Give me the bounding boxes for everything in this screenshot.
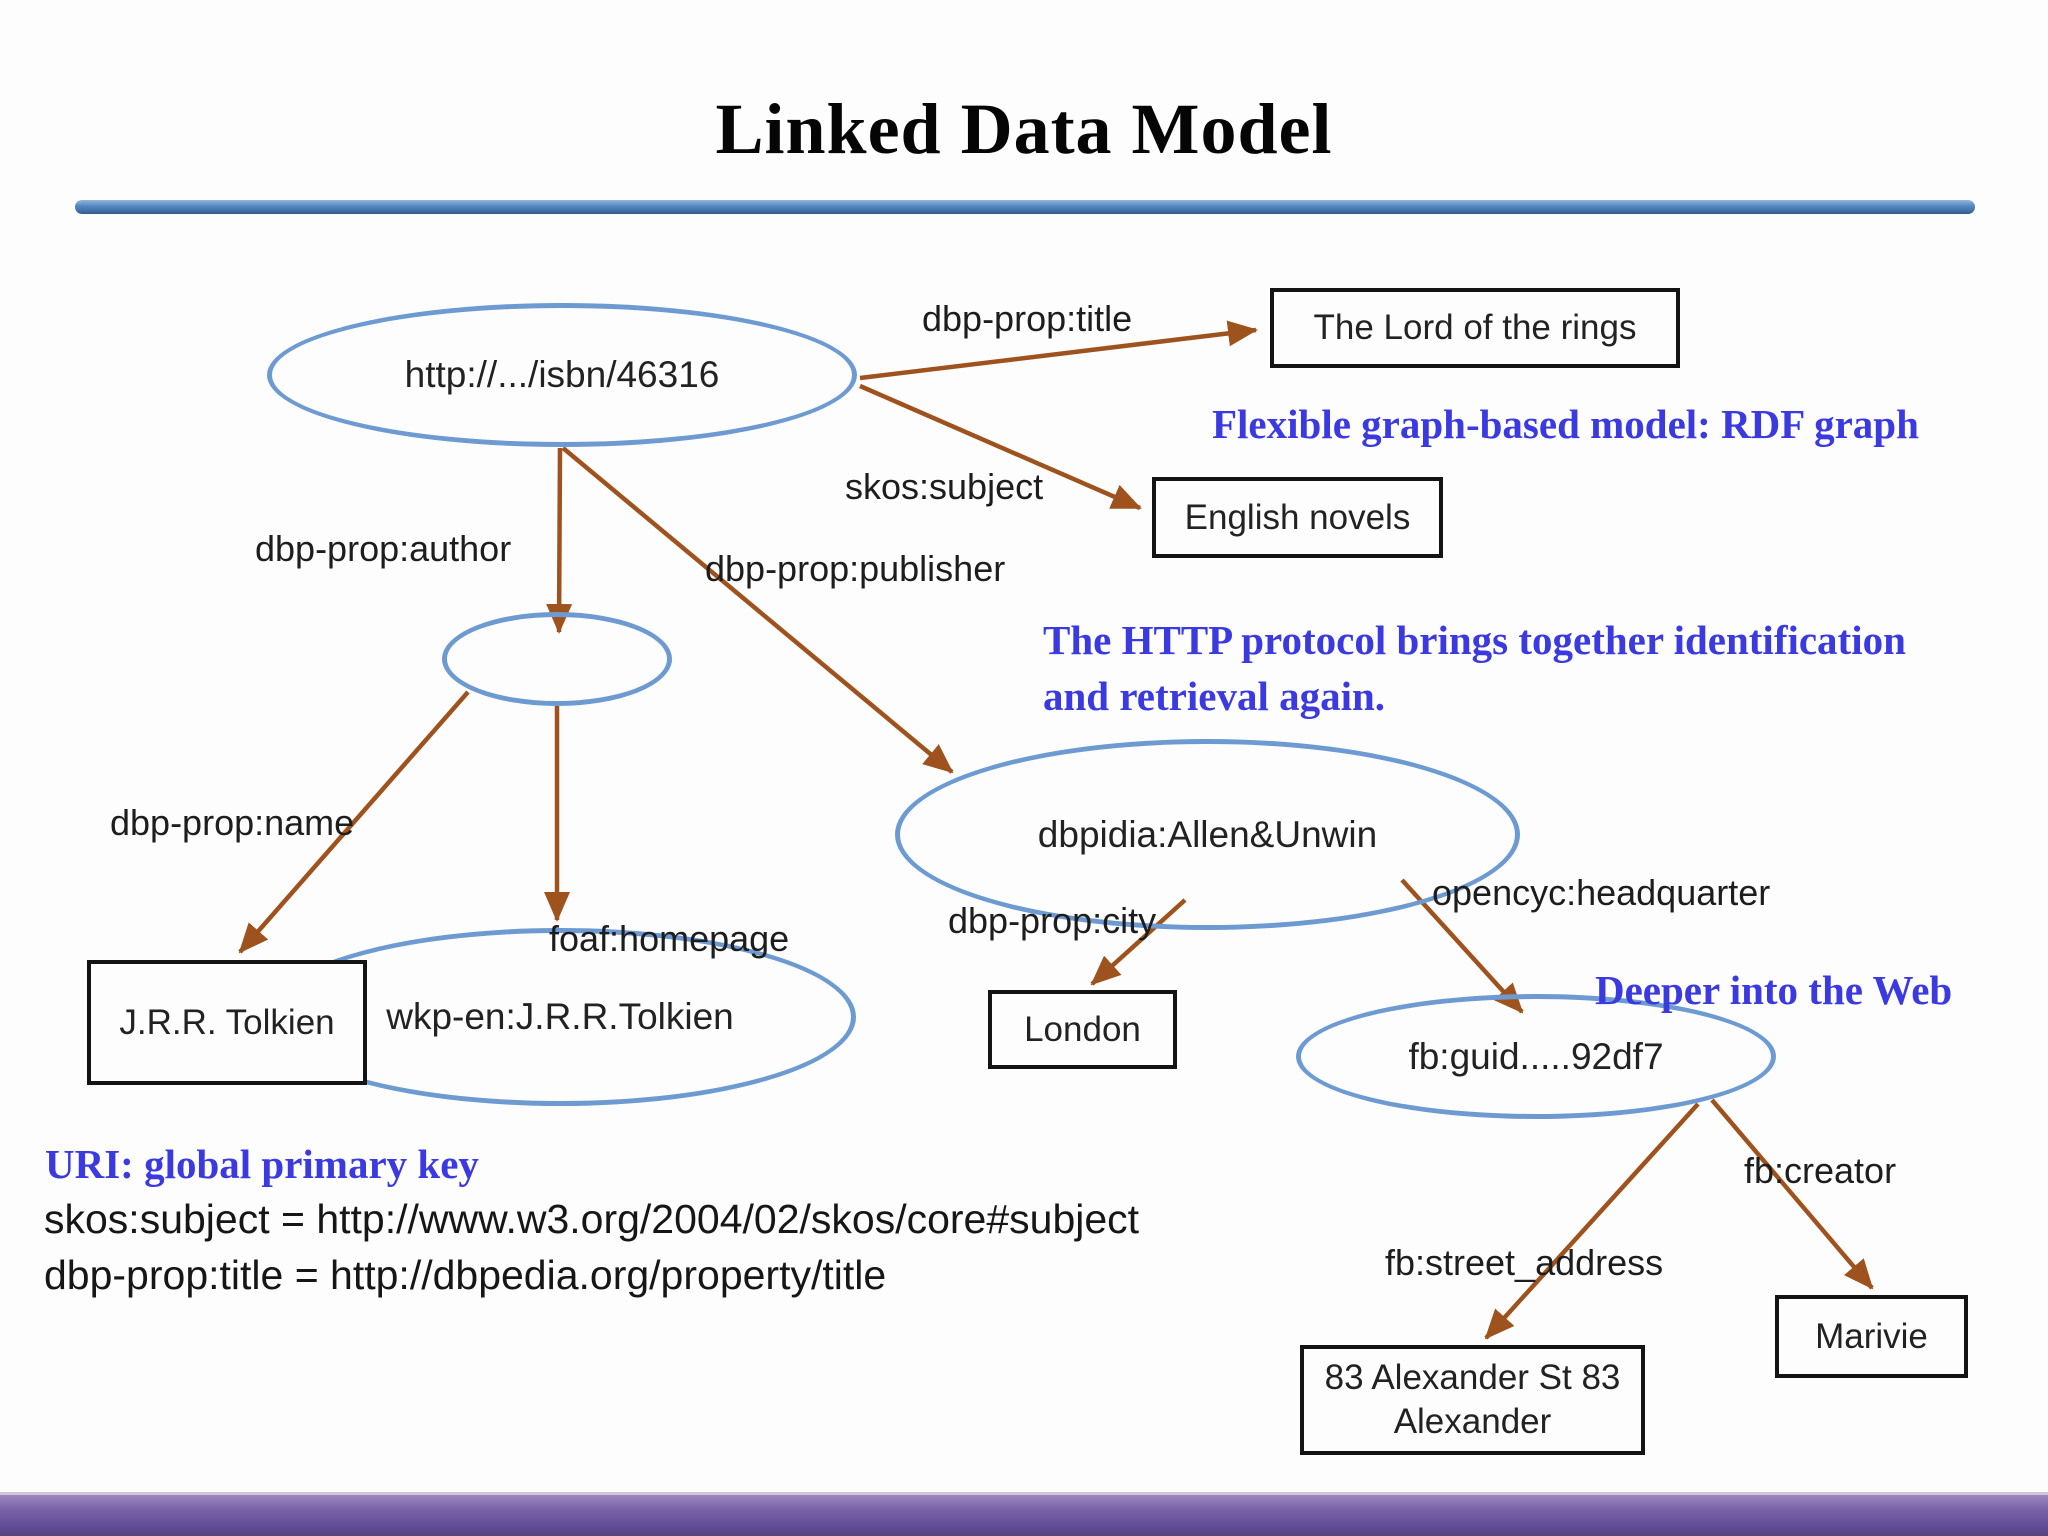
- edge-dbp-prop-name: [238, 690, 470, 954]
- node-allen-unwin-ellipse: dbpidia:Allen&Unwin: [895, 739, 1520, 930]
- annotation-flexible-model: Flexible graph-based model: RDF graph: [1212, 401, 1919, 447]
- annotation-http-line1: The HTTP protocol brings together identi…: [1043, 617, 1906, 663]
- edge-label-foaf-homepage: foaf:homepage: [549, 918, 790, 959]
- uri-mapping-skos-subject: skos:subject = http://www.w3.org/2004/02…: [44, 1196, 1140, 1242]
- edge-label-opencyc-headquarter: opencyc:headquarter: [1432, 872, 1771, 913]
- edge-dbp-prop-publisher: [561, 446, 954, 774]
- node-isbn-label: http://.../isbn/46316: [404, 354, 720, 395]
- edge-label-dbp-prop-author: dbp-prop:author: [255, 528, 512, 569]
- annotation-uri-heading: URI: global primary key: [45, 1141, 479, 1187]
- edge-label-skos-subject: skos:subject: [845, 466, 1044, 507]
- literal-jrr-tolkien: J.R.R. Tolkien: [87, 960, 367, 1085]
- annotation-deeper-web: Deeper into the Web: [1595, 967, 1953, 1013]
- node-wkp-tolkien-ellipse: wkp-en:J.R.R.Tolkien: [264, 928, 856, 1106]
- edge-label-dbp-prop-publisher: dbp-prop:publisher: [705, 548, 1006, 589]
- literal-marivie: Marivie: [1775, 1295, 1968, 1378]
- edge-label-fb-street-address: fb:street_address: [1385, 1242, 1664, 1283]
- edge-label-dbp-prop-title: dbp-prop:title: [922, 298, 1133, 339]
- node-blank-ellipse: [442, 612, 672, 706]
- node-fb-guid-label: fb:guid.....92df7: [1408, 1035, 1664, 1077]
- node-isbn-ellipse: http://.../isbn/46316: [267, 303, 857, 447]
- edge-skos-subject: [859, 383, 1142, 511]
- footer-purple-bar: [0, 1492, 2048, 1536]
- node-fb-guid-ellipse: fb:guid.....92df7: [1296, 994, 1776, 1119]
- edge-dbp-prop-title: [859, 320, 1258, 381]
- node-allen-unwin-label: dbpidia:Allen&Unwin: [1037, 813, 1378, 855]
- literal-alexander-street: 83 Alexander St 83 Alexander: [1300, 1345, 1645, 1455]
- slide-title: Linked Data Model: [715, 89, 1333, 169]
- edge-fb-creator: [1710, 1098, 1874, 1290]
- uri-mapping-dbp-prop-title: dbp-prop:title = http://dbpedia.org/prop…: [44, 1252, 887, 1298]
- literal-lord-of-the-rings: The Lord of the rings: [1270, 288, 1680, 368]
- literal-london: London: [988, 990, 1177, 1069]
- edge-fb-street-address: [1484, 1102, 1700, 1340]
- literal-english-novels: English novels: [1152, 477, 1443, 558]
- annotation-http-line2: and retrieval again.: [1043, 673, 1386, 719]
- edge-label-dbp-prop-city: dbp-prop:city: [948, 900, 1157, 941]
- edge-label-dbp-prop-name: dbp-prop:name: [110, 802, 355, 843]
- edge-label-fb-creator: fb:creator: [1744, 1150, 1897, 1191]
- edge-dbp-prop-author: [546, 447, 573, 634]
- node-wkp-tolkien-label: wkp-en:J.R.R.Tolkien: [386, 996, 734, 1037]
- title-underline-rule: [75, 200, 1975, 214]
